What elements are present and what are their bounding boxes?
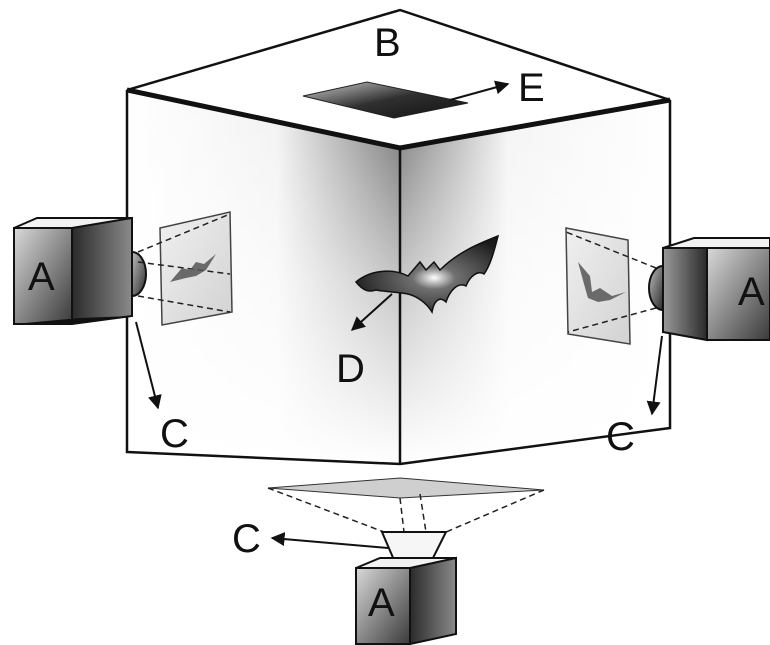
- camera-bottom-rays: [267, 487, 545, 533]
- camera-bottom-side: [409, 556, 457, 645]
- camera-right-top: [662, 237, 770, 249]
- camera-right-side: [662, 247, 708, 342]
- camera-bottom-front: [355, 567, 411, 645]
- label-pointer-right-C: C: [606, 415, 635, 459]
- pointer-right-C: [646, 335, 663, 416]
- camera-bottom-lens: [380, 531, 448, 561]
- camera-left-rays: [137, 213, 231, 313]
- label-camera-right-A: A: [738, 270, 765, 314]
- bat-image-right: [578, 262, 626, 302]
- ceiling-opening: [302, 81, 469, 119]
- bat-image-left: [170, 254, 216, 282]
- camera-right: [648, 237, 770, 342]
- flight-enclosure: [125, 8, 672, 466]
- pointer-bat-D: [350, 293, 393, 331]
- camera-right-front: [706, 247, 770, 341]
- floor-mirror: [267, 477, 545, 499]
- label-ceiling-B: B: [374, 21, 401, 65]
- label-opening-E: E: [518, 66, 545, 110]
- arrow-opening-to-E: [449, 80, 510, 101]
- camera-left-side: [71, 216, 133, 326]
- label-camera-bottom-A: A: [368, 581, 395, 625]
- mirror-right: [565, 227, 631, 345]
- camera-right-rays: [565, 231, 657, 333]
- label-camera-left-A: A: [28, 255, 55, 299]
- label-pointer-bottom-C: C: [232, 517, 261, 561]
- pointer-bottom-C: [270, 532, 389, 549]
- camera-right-lens: [648, 264, 664, 312]
- camera-bottom: [355, 531, 457, 645]
- label-bat-D: D: [336, 347, 365, 391]
- ceiling-edge: [126, 87, 671, 151]
- label-pointer-left-C: C: [160, 412, 189, 456]
- bat-silhouette: [354, 234, 500, 315]
- pointer-left-C: [135, 321, 162, 410]
